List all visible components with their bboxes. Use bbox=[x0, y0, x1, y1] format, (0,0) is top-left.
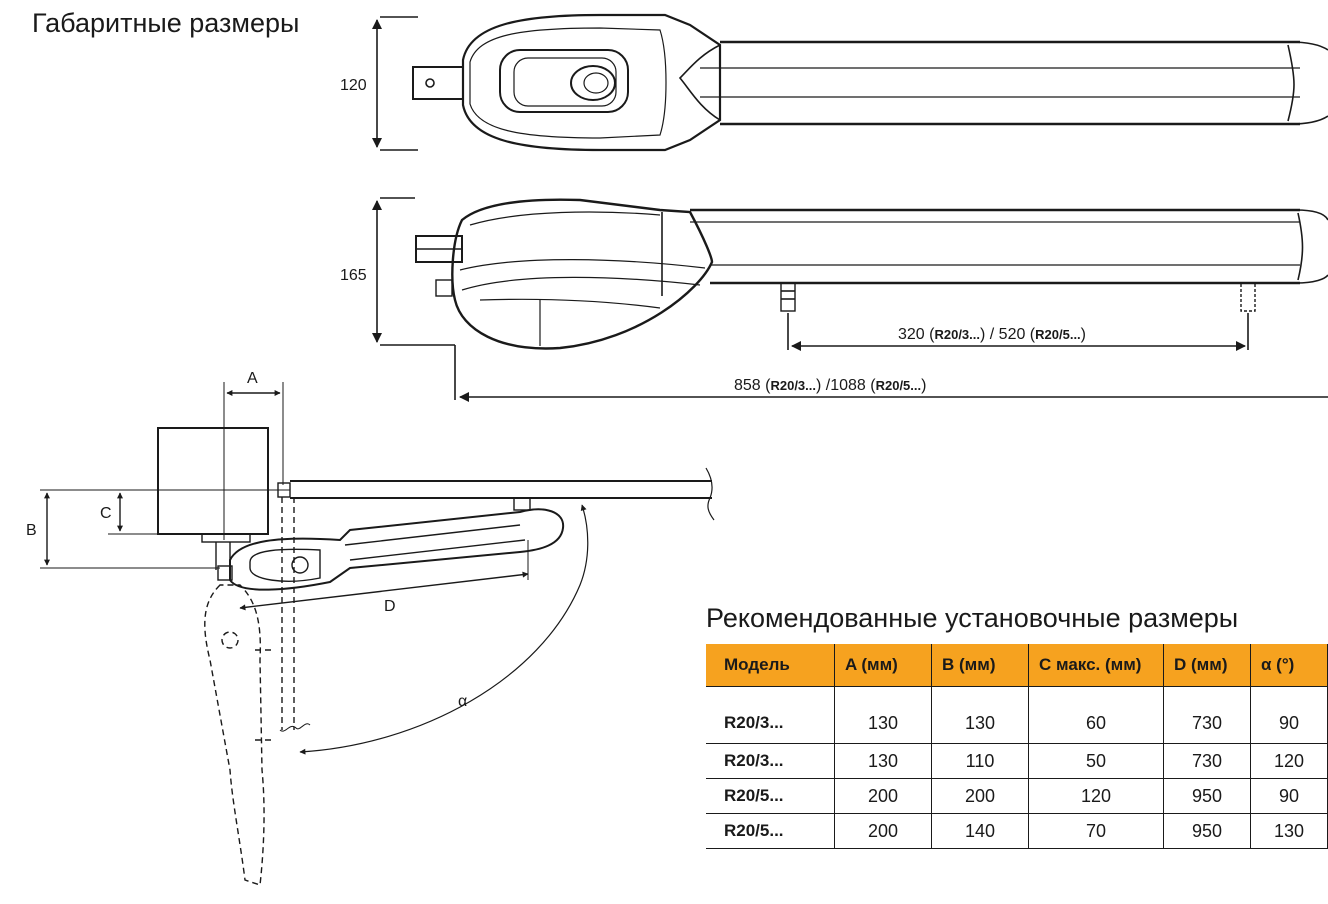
cell-a: 200 bbox=[834, 778, 932, 814]
table-row: R20/5... 200 200 120 950 90 bbox=[706, 778, 1328, 814]
mount-spacing-label: 320 (R20/3...) / 520 (R20/5...) bbox=[898, 326, 1086, 343]
header-a: A (мм) bbox=[834, 644, 932, 687]
recommended-title: Рекомендованные установочные размеры bbox=[706, 603, 1239, 633]
dimension-d-label: D bbox=[384, 598, 396, 615]
cell-b: 130 bbox=[931, 703, 1029, 744]
angle-alpha-label: α bbox=[458, 693, 467, 710]
cell-c: 120 bbox=[1028, 778, 1164, 814]
cell-b: 110 bbox=[931, 743, 1029, 779]
side-view-actuator bbox=[372, 197, 1328, 402]
installation-table: Модель A (мм) B (мм) C макс. (мм) D (мм)… bbox=[706, 644, 1328, 849]
header-b: B (мм) bbox=[931, 644, 1029, 687]
table-header-row: Модель A (мм) B (мм) C макс. (мм) D (мм)… bbox=[706, 644, 1328, 687]
side-view-height-label: 165 bbox=[340, 267, 367, 284]
cell-alpha: 90 bbox=[1250, 778, 1328, 814]
installation-diagram bbox=[40, 382, 715, 886]
dimension-a-label: A bbox=[247, 370, 258, 387]
cell-a: 200 bbox=[834, 813, 932, 849]
cell-a: 130 bbox=[834, 703, 932, 744]
cell-c: 60 bbox=[1028, 703, 1164, 744]
cell-c: 50 bbox=[1028, 743, 1164, 779]
header-d: D (мм) bbox=[1163, 644, 1251, 687]
cell-b: 140 bbox=[931, 813, 1029, 849]
cell-a: 130 bbox=[834, 743, 932, 779]
dimensions-title: Габаритные размеры bbox=[32, 8, 300, 38]
cell-model: R20/5... bbox=[706, 778, 835, 814]
header-alpha: α (°) bbox=[1250, 644, 1328, 687]
top-view-height-label: 120 bbox=[340, 77, 367, 94]
table-row: R20/3... 130 110 50 730 120 bbox=[706, 743, 1328, 779]
table-row: R20/3... 130 130 60 730 90 bbox=[706, 703, 1328, 744]
table-row: R20/5... 200 140 70 950 130 bbox=[706, 813, 1328, 849]
cell-c: 70 bbox=[1028, 813, 1164, 849]
header-model: Модель bbox=[706, 644, 835, 687]
cell-b: 200 bbox=[931, 778, 1029, 814]
cell-d: 730 bbox=[1163, 703, 1251, 744]
cell-model: R20/3... bbox=[706, 703, 835, 744]
cell-d: 950 bbox=[1163, 813, 1251, 849]
cell-d: 950 bbox=[1163, 778, 1251, 814]
cell-model: R20/5... bbox=[706, 813, 835, 849]
top-view-actuator bbox=[372, 13, 1328, 152]
cell-alpha: 90 bbox=[1250, 703, 1328, 744]
dimension-b-label: B bbox=[26, 522, 37, 539]
cell-model: R20/3... bbox=[706, 743, 835, 779]
total-length-label: 858 (R20/3...) /1088 (R20/5...) bbox=[734, 377, 926, 394]
cell-alpha: 130 bbox=[1250, 813, 1328, 849]
dimension-c-label: C bbox=[100, 505, 112, 522]
header-c: C макс. (мм) bbox=[1028, 644, 1164, 687]
cell-alpha: 120 bbox=[1250, 743, 1328, 779]
cell-d: 730 bbox=[1163, 743, 1251, 779]
